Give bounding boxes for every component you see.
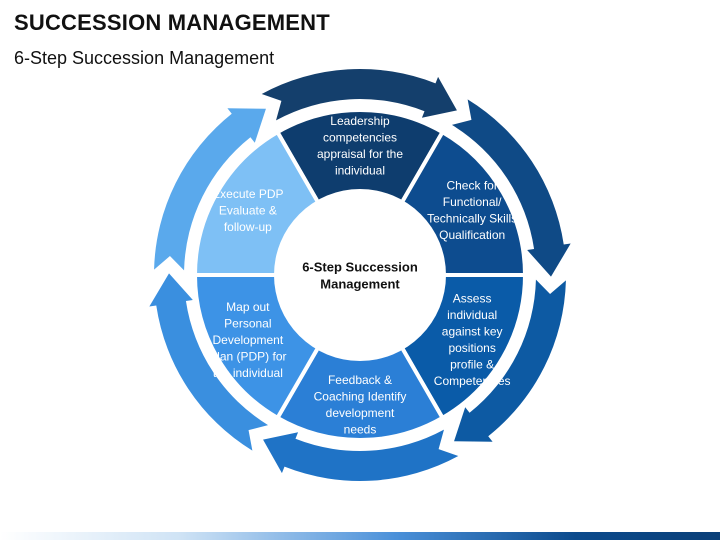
slide-title: SUCCESSION MANAGEMENT [14, 10, 330, 35]
footer-gradient-bar [0, 532, 720, 540]
ring-arrow-2 [451, 99, 571, 277]
ring-arrow-4 [263, 429, 459, 481]
ring-arrow-3 [454, 279, 566, 442]
ring-arrow-5 [149, 273, 269, 451]
center-hub [274, 189, 446, 361]
outer-arrow-ring [149, 68, 571, 481]
slide-subtitle: 6-Step Succession Management [14, 48, 275, 68]
ring-arrow-1 [261, 68, 457, 121]
ring-arrow-6 [154, 108, 266, 271]
